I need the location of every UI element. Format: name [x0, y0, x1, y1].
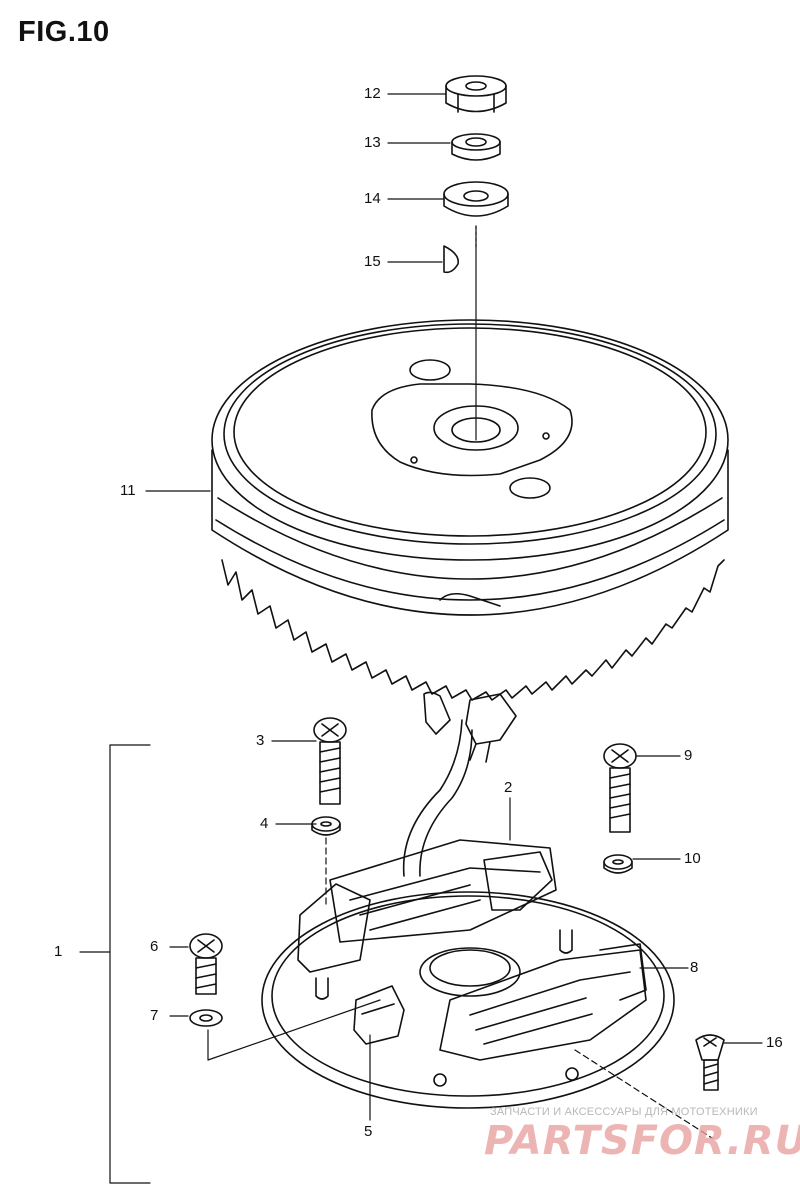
callout-9: 9 [684, 747, 693, 764]
callout-6: 6 [150, 938, 159, 955]
callout-4: 4 [260, 815, 269, 832]
callout-16: 16 [766, 1034, 783, 1051]
callout-14: 14 [364, 190, 381, 207]
nut-12 [445, 75, 507, 113]
watermark-tagline: ЗАПЧАСТИ И АКСЕССУАРЫ ДЛЯ МОТОТЕХНИКИ [490, 1106, 758, 1118]
screw-16 [695, 1034, 725, 1091]
callout-1: 1 [54, 943, 63, 960]
callout-3: 3 [256, 732, 265, 749]
callout-13: 13 [364, 134, 381, 151]
stator-assembly [261, 691, 675, 1109]
washer-7 [189, 1009, 223, 1027]
callout-5: 5 [364, 1123, 373, 1140]
watermark-logo: PARTSFOR.RU [484, 1118, 800, 1164]
callout-8: 8 [690, 959, 699, 976]
callout-7: 7 [150, 1007, 159, 1024]
washer-10 [603, 854, 633, 874]
callout-11: 11 [120, 482, 136, 499]
screw-9 [603, 743, 637, 833]
callout-15: 15 [364, 253, 381, 270]
screw-6 [189, 933, 223, 995]
washer-14 [443, 181, 509, 217]
callout-10: 10 [684, 850, 701, 867]
washer-13 [451, 133, 501, 161]
washer-4 [311, 816, 341, 836]
flywheel-11 [211, 319, 729, 701]
key-15 [443, 245, 460, 274]
callout-12: 12 [364, 85, 381, 102]
leader-lines [79, 93, 763, 1184]
screw-3 [313, 717, 347, 805]
callout-2: 2 [504, 779, 513, 796]
figure-title: FIG.10 [18, 16, 110, 48]
